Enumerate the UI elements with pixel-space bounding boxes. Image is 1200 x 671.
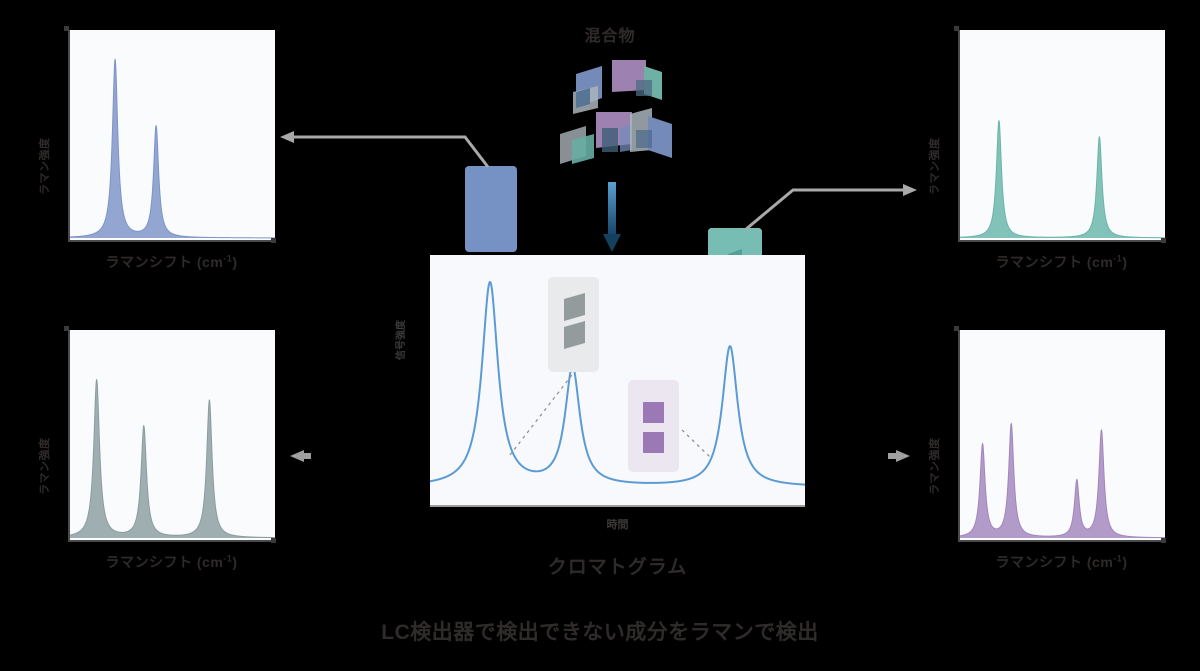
- xlabel-sup: -1: [223, 253, 233, 264]
- raman-panel-bottom-right: [954, 326, 1166, 543]
- mixture-title: 混合物: [584, 28, 636, 45]
- axis-tick: [954, 26, 959, 31]
- xlabel-tail: ): [1122, 254, 1128, 270]
- axis-tick: [1161, 238, 1166, 243]
- xlabel-sup: -1: [1113, 553, 1123, 564]
- xlabel-main: ラマンシフト (cm: [995, 554, 1114, 570]
- raman-ylabel-top-right: ラマン強度: [929, 137, 941, 196]
- raman-ylabel-bottom-left: ラマン強度: [39, 437, 51, 496]
- chromatogram-xlabel: 時間: [606, 519, 629, 531]
- xlabel-tail: ): [232, 554, 238, 570]
- raman-canvas-top-right: [958, 30, 1165, 242]
- raman-xlabel-top-left: ラマンシフト (cm-1): [68, 252, 275, 272]
- raman-ylabel-top-left: ラマン強度: [39, 137, 51, 196]
- raman-canvas-top-left: [68, 30, 275, 242]
- axis-tick: [1161, 538, 1166, 543]
- raman-ylabel-bottom-right: ラマン強度: [929, 437, 941, 496]
- xlabel-sup: -1: [1113, 253, 1123, 264]
- chromatogram-caption: クロマトグラム: [547, 557, 688, 578]
- connector-top-right: [735, 168, 920, 238]
- callout-gray[interactable]: [548, 277, 599, 372]
- axis-tick: [271, 238, 276, 243]
- molecule-cluster-icon: [540, 52, 680, 172]
- raman-panel-top-left: [64, 26, 276, 243]
- chromatogram-plot: [430, 255, 805, 507]
- xlabel-main: ラマンシフト (cm: [105, 254, 224, 270]
- callout-purple[interactable]: [628, 380, 679, 472]
- xlabel-main: ラマンシフト (cm: [995, 254, 1114, 270]
- connector-bottom-right: [888, 448, 910, 464]
- connector-bottom-left: [290, 448, 312, 464]
- axis-tick: [954, 326, 959, 331]
- raman-xlabel-bottom-left: ラマンシフト (cm-1): [68, 552, 275, 572]
- raman-canvas-bottom-right: [958, 330, 1165, 542]
- axis-tick: [64, 326, 69, 331]
- raman-xlabel-top-right: ラマンシフト (cm-1): [958, 252, 1165, 272]
- axis-tick: [64, 26, 69, 31]
- raman-canvas-bottom-left: [68, 330, 275, 542]
- chromatogram-canvas: [430, 255, 805, 507]
- xlabel-main: ラマンシフト (cm: [105, 554, 224, 570]
- raman-panel-bottom-left: [64, 326, 276, 543]
- xlabel-tail: ): [1122, 554, 1128, 570]
- chromatogram-leader-lines: [509, 370, 711, 458]
- axis-tick: [271, 538, 276, 543]
- raman-xlabel-bottom-right: ラマンシフト (cm-1): [958, 552, 1165, 572]
- chromatogram-ylabel: 信号強度: [396, 320, 407, 360]
- raman-panel-top-right: [954, 26, 1166, 243]
- flow-arrow-icon: [598, 182, 626, 254]
- figure-caption: LC検出器で検出できない成分をラマンで検出: [381, 621, 819, 644]
- xlabel-tail: ): [232, 254, 238, 270]
- xlabel-sup: -1: [223, 553, 233, 564]
- vial-blue[interactable]: [465, 166, 517, 252]
